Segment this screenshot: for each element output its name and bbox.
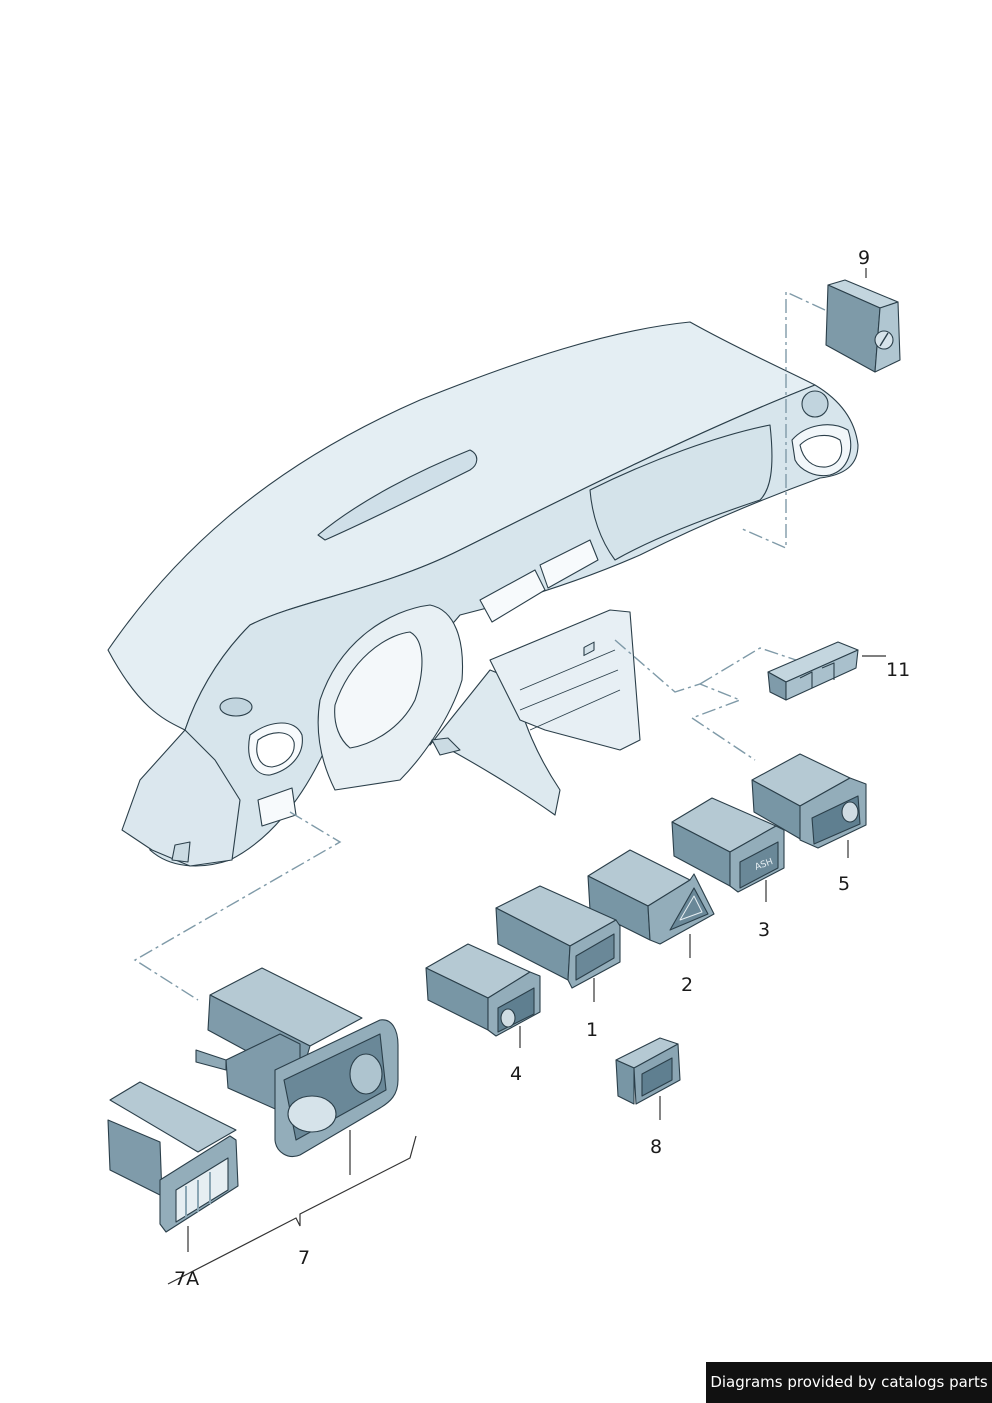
callout-part-1: 1 xyxy=(586,1019,598,1041)
small-cover-part xyxy=(615,1037,681,1105)
assembly-lines xyxy=(133,290,826,1001)
ash-button-part: ASH xyxy=(671,797,785,893)
callout-part-4: 4 xyxy=(510,1063,522,1085)
seat-heater-switch-lower xyxy=(425,943,541,1037)
rear-defrost-switch-part xyxy=(495,641,621,989)
dashboard-panel xyxy=(107,321,859,867)
bracket-part xyxy=(767,641,859,701)
credit-footer: Diagrams provided by catalogs parts xyxy=(706,1362,992,1403)
callout-part-2: 2 xyxy=(681,974,693,996)
callout-part-7a: 7A xyxy=(174,1268,199,1290)
callout-part-8: 8 xyxy=(650,1136,662,1158)
headlamp-switch-part xyxy=(195,967,399,1158)
callout-part-7: 7 xyxy=(298,1247,310,1269)
hazard-switch-part xyxy=(587,849,715,945)
callout-part-3: 3 xyxy=(758,919,770,941)
callout-part-11: 11 xyxy=(886,659,910,681)
callout-labels: 9 11 5 3 2 1 4 8 7 7A xyxy=(174,247,910,1290)
airbag-switch-part xyxy=(825,279,901,373)
dimmer-switch-part xyxy=(107,1081,239,1233)
callout-part-5: 5 xyxy=(838,873,850,895)
seat-heater-switch-upper xyxy=(751,753,867,849)
leader-lines xyxy=(167,268,886,1285)
callout-part-9: 9 xyxy=(858,247,870,269)
